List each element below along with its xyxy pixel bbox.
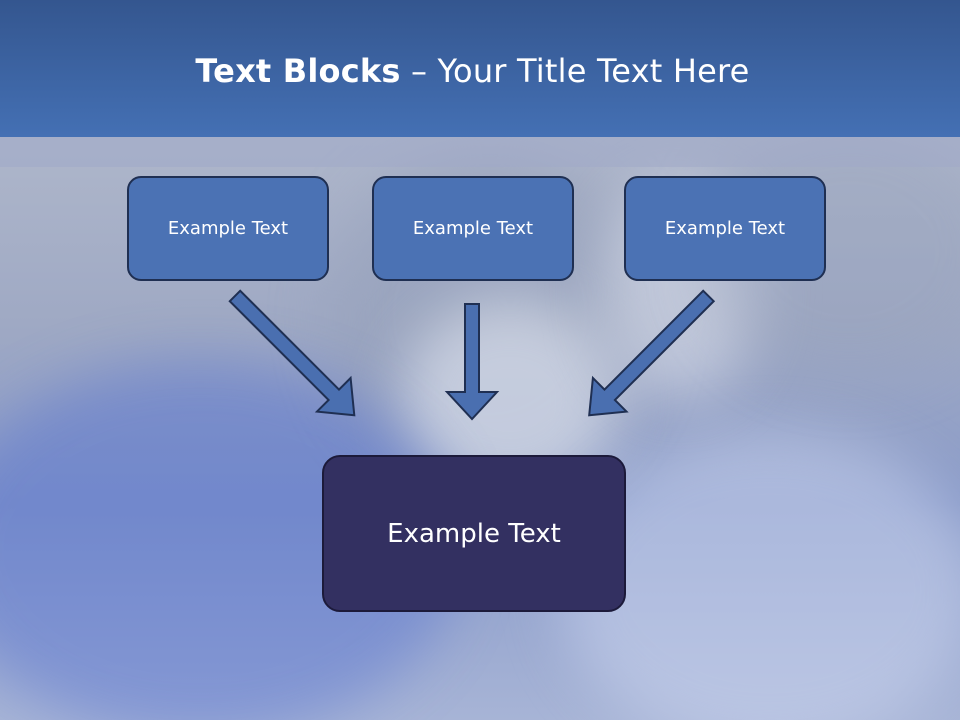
title-bar-band [0, 137, 960, 167]
arrow-right [588, 289, 716, 417]
text-block-bottom-label: Example Text [387, 518, 561, 549]
title-bold: Text Blocks [195, 52, 401, 90]
text-block-top-right[interactable]: Example Text [624, 176, 826, 281]
text-block-top-right-label: Example Text [664, 218, 786, 239]
text-block-bottom[interactable]: Example Text [322, 455, 626, 612]
title-rest: – Your Title Text Here [400, 52, 750, 90]
text-block-top-middle[interactable]: Example Text [372, 176, 574, 281]
arrow-middle [444, 303, 500, 421]
text-block-top-middle-label: Example Text [412, 218, 534, 239]
text-block-top-left[interactable]: Example Text [127, 176, 329, 281]
title-bar [0, 0, 960, 137]
arrow-left [228, 289, 356, 417]
text-block-top-left-label: Example Text [167, 218, 289, 239]
slide-title: Text Blocks – Your Title Text Here [0, 52, 945, 90]
